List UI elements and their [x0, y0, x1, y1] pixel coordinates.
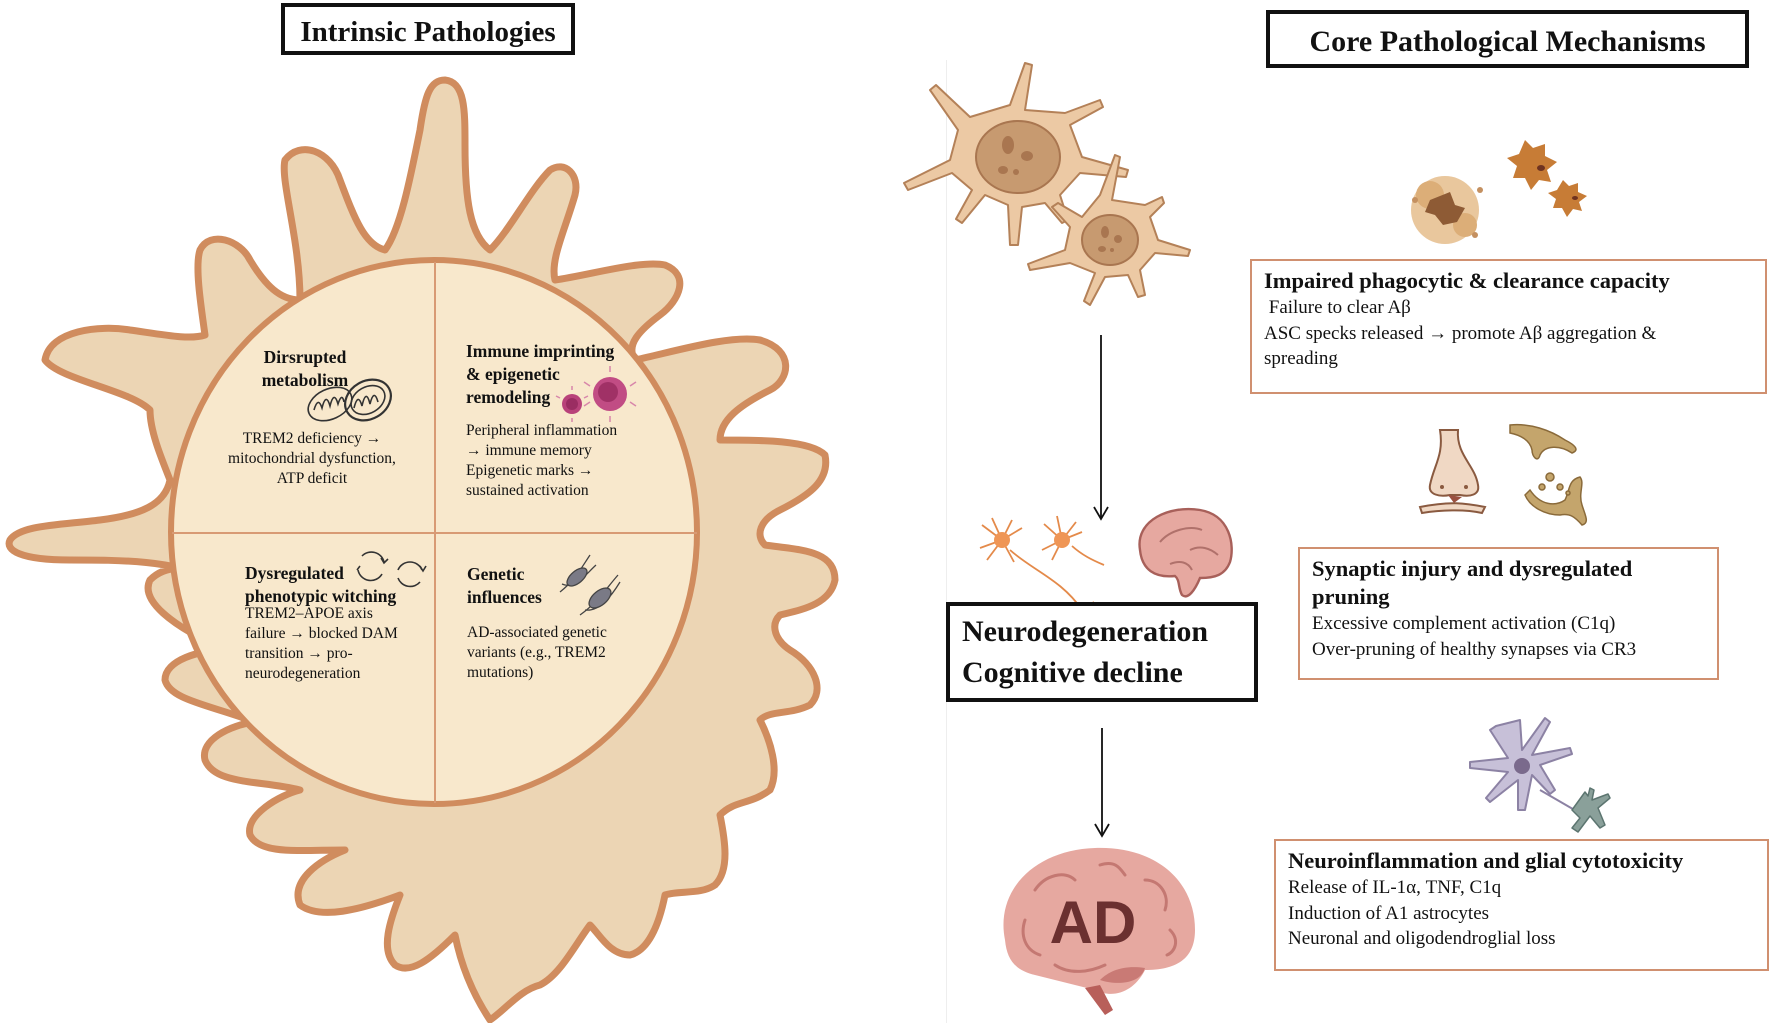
outcome-box: Neurodegeneration Cognitive decline [946, 602, 1258, 702]
quadrant-phenotypic-text: TREM2–APOE axis failure → blocked DAM tr… [245, 604, 398, 685]
title-line: Dysregulated [245, 563, 344, 583]
brain-icon [1138, 507, 1233, 598]
ad-label: AD [1050, 889, 1137, 956]
intrinsic-pathologies-title: Intrinsic Pathologies [281, 3, 575, 55]
text-line: variants (e.g., TREM2 [467, 644, 606, 662]
mechanism-line: Over-pruning of healthy synapses via CR3 [1312, 638, 1637, 660]
text-line: Epigenetic marks → [466, 462, 594, 480]
text-line: AD-associated genetic [467, 624, 607, 641]
text-line: transition → pro- [245, 645, 353, 663]
text-line: Peripheral inflammation [466, 422, 618, 439]
title-line: phenotypic witching [245, 585, 397, 606]
title-line: Immune imprinting [466, 341, 615, 361]
pruned-dendrite [1509, 423, 1588, 526]
quadrant-immune-title: Immune imprinting & epigenetic remodelin… [466, 340, 614, 408]
title-line: remodeling [466, 386, 551, 407]
title-line: influences [467, 586, 542, 607]
quadrant-immune-text: Peripheral inflammation → immune memory … [466, 421, 617, 502]
arrow-down-icon [1094, 728, 1110, 838]
text-line: failure → blocked DAM [245, 625, 398, 643]
arrow-down-icon [1093, 335, 1109, 521]
synapse-icon [1418, 423, 1588, 526]
microglia-large [903, 62, 1129, 246]
mechanism-line: Excessive complement activation (C1q) [1312, 613, 1616, 635]
text-line: → immune memory [466, 442, 592, 460]
mechanism-line: Induction of A1 astrocytes [1288, 902, 1490, 924]
mechanism-box-phagocytic: Impaired phagocytic & clearance capacity… [1250, 259, 1767, 394]
text-line: neurodegeneration [245, 665, 361, 683]
ad-brain-icon: AD [1003, 847, 1195, 1015]
title-line: & epigenetic [466, 363, 560, 384]
text-line: TREM2–APOE axis [245, 605, 373, 622]
immune-cell-icon [555, 366, 637, 422]
text-line: mitochondrial dysfunction, [228, 450, 396, 468]
quadrant-metabolism-title: Dirsrupted metabolism [220, 346, 390, 392]
mechanism-line: ASC specks released → promote Aβ aggrega… [1264, 322, 1657, 344]
quadrant-phenotypic-title: Dysregulated phenotypic witching [245, 562, 396, 608]
quadrant-genetic-text: AD-associated genetic variants (e.g., TR… [467, 623, 607, 683]
mechanism-box-neuroinflammation: Neuroinflammation and glial cytotoxicity… [1274, 839, 1769, 971]
oligodendrocyte [1571, 787, 1611, 833]
mechanism-line: Release of IL-1α, TNF, C1q [1288, 877, 1502, 899]
presynaptic-terminal [1418, 429, 1487, 515]
text-line: mutations) [467, 664, 534, 682]
microglia-cell-diagram [5, 76, 839, 1023]
mechanism-title: Neuroinflammation and glial cytotoxicity [1288, 848, 1684, 873]
text-line: ATP deficit [276, 470, 348, 488]
quadrant-metabolism-text: TREM2 deficiency → mitochondrial dysfunc… [212, 429, 412, 489]
panel-divider [946, 60, 947, 1023]
microglia-cells-icon [903, 62, 1191, 306]
mechanism-box-synaptic: Synaptic injury and dysregulated pruning… [1298, 547, 1719, 680]
astrocyte-nucleus [1514, 758, 1530, 774]
dna-icon [559, 554, 621, 616]
neurons-icon [979, 515, 1105, 621]
title-line: metabolism [261, 369, 349, 390]
outcome-line-cognitive-decline: Cognitive decline [962, 655, 1183, 689]
text-line: TREM2 deficiency → [242, 430, 382, 447]
quadrant-genetic-title: Genetic influences [467, 563, 542, 609]
plaque [1411, 176, 1483, 244]
core-mechanisms-title: Core Pathological Mechanisms [1266, 10, 1749, 68]
mechanism-line: Neuronal and oligodendroglial loss [1288, 928, 1556, 950]
amyloid-particles [1507, 140, 1587, 217]
astrocyte-icon [1469, 717, 1611, 833]
cycle-arrows-icon [356, 551, 427, 588]
mechanism-line: spreading [1264, 348, 1338, 370]
amyloid-plaque-icon [1411, 140, 1587, 244]
mechanism-title: Synaptic injury and dysregulated [1312, 556, 1633, 581]
mechanism-title: Impaired phagocytic & clearance capacity [1264, 268, 1670, 293]
mechanism-line: Failure to clear Aβ [1264, 297, 1411, 319]
mechanism-title: pruning [1312, 584, 1390, 610]
title-line: Genetic [467, 564, 525, 584]
text-line: sustained activation [466, 482, 589, 500]
outcome-line-neurodegeneration: Neurodegeneration [962, 615, 1209, 648]
microglia-small [1027, 154, 1191, 306]
title-line: Dirsrupted [263, 347, 347, 367]
mitochondria-icon [307, 378, 392, 422]
